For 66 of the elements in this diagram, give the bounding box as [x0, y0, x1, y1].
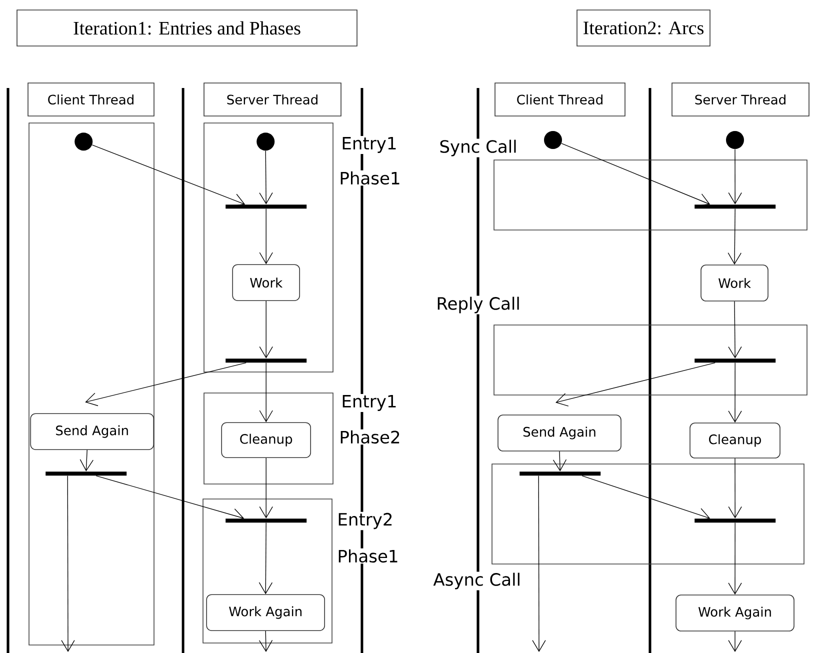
activity-box: Work	[700, 264, 768, 302]
activity-box: Send Again	[498, 414, 622, 452]
call-box	[492, 464, 804, 564]
sync-bar	[694, 204, 776, 209]
arrow	[92, 144, 246, 207]
phase-box	[204, 392, 334, 484]
arrow	[728, 148, 742, 204]
call-label: Async Call	[432, 572, 522, 590]
arrow	[259, 458, 273, 518]
arrow	[728, 458, 742, 518]
sync-bar	[520, 472, 601, 476]
heading-box: Iteration2: Arcs	[576, 10, 710, 46]
arrow	[80, 450, 94, 472]
arrow	[85, 362, 246, 406]
arrow	[728, 301, 742, 358]
start-node	[726, 131, 744, 149]
start-node	[74, 132, 93, 151]
phase-box	[202, 498, 332, 644]
partition-box	[28, 122, 154, 646]
phase-label: Phase2	[338, 429, 402, 445]
start-node	[544, 131, 562, 149]
activity-box: Work	[232, 264, 300, 301]
phase-label: Entry1	[340, 394, 398, 412]
arrow	[552, 451, 567, 472]
lane-header: Client Thread	[28, 82, 154, 116]
arrow	[259, 208, 273, 264]
phase-label: Entry1	[340, 136, 398, 154]
call-label: Sync Call	[438, 138, 518, 158]
start-node	[256, 132, 275, 151]
sync-bar	[226, 518, 307, 523]
arrow	[728, 208, 742, 265]
arrow	[61, 475, 75, 652]
arrow	[259, 300, 273, 358]
arrow	[556, 362, 716, 406]
arrow	[561, 143, 710, 206]
arrow	[96, 475, 244, 522]
phase-label: Entry2	[336, 512, 394, 530]
call-box	[494, 160, 808, 230]
phase-label: Phase1	[336, 548, 400, 564]
sync-bar	[226, 358, 307, 363]
activity-box: Work Again	[676, 594, 794, 632]
phase-box	[204, 122, 334, 372]
call-box	[494, 324, 808, 396]
arrow	[259, 150, 273, 204]
activity-box: Work Again	[206, 594, 325, 631]
arrow	[728, 362, 742, 423]
sync-bar	[694, 358, 776, 363]
arrow	[258, 630, 273, 652]
activity-box: Send Again	[30, 413, 154, 450]
heading-box: Iteration1: Entries and Phases	[16, 10, 358, 46]
arrow	[532, 475, 546, 652]
arrow	[259, 362, 273, 422]
sync-bar	[226, 204, 307, 209]
arrow	[582, 475, 710, 522]
lane-header: Client Thread	[494, 82, 626, 116]
call-label: Reply Call	[435, 296, 522, 314]
phase-label: Phase1	[338, 170, 402, 186]
activity-box: Cleanup	[690, 422, 780, 458]
sync-bar	[46, 472, 127, 476]
sync-bar	[694, 518, 776, 523]
lane-header: Server Thread	[672, 82, 810, 116]
arrow	[258, 522, 273, 594]
lane-header: Server Thread	[204, 82, 342, 116]
arrow	[728, 631, 742, 652]
activity-box: Cleanup	[221, 422, 311, 458]
arrow	[728, 522, 742, 595]
